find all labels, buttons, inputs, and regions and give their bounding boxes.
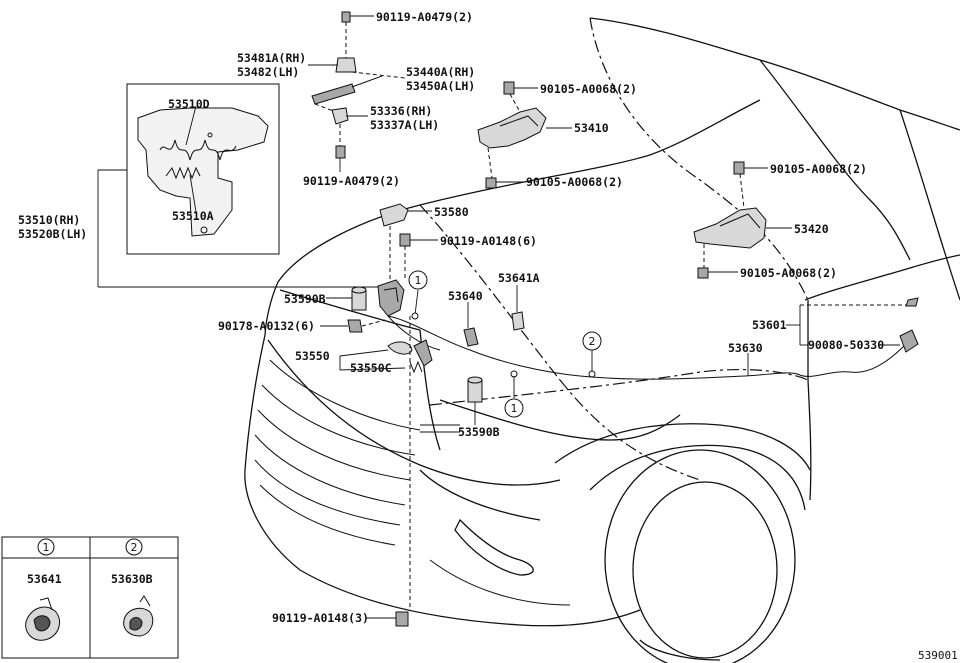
label-53520b: 53520B(LH) bbox=[18, 227, 87, 241]
latch-group: 53580 90119-A0148(6) 53590B 90178-A0132(… bbox=[218, 203, 919, 627]
label-90105-a0068-b: 90105-A0068(2) bbox=[526, 175, 623, 189]
label-90178-a0132: 90178-A0132(6) bbox=[218, 319, 315, 333]
label-53601: 53601 bbox=[752, 318, 787, 332]
label-53590b-a: 53590B bbox=[284, 292, 326, 306]
label-53510rh: 53510(RH) bbox=[18, 213, 80, 227]
legend-part-53630b: 53630B bbox=[111, 572, 153, 586]
marker-1-a: 1 bbox=[415, 274, 422, 287]
label-90105-a0068-c: 90105-A0068(2) bbox=[770, 162, 867, 176]
label-53580: 53580 bbox=[434, 205, 469, 219]
label-90105-a0068-d: 90105-A0068(2) bbox=[740, 266, 837, 280]
label-53510a: 53510A bbox=[172, 209, 214, 223]
label-53630: 53630 bbox=[728, 341, 763, 355]
label-53336: 53336(RH) bbox=[370, 104, 432, 118]
label-53640: 53640 bbox=[448, 289, 483, 303]
label-53337a: 53337A(LH) bbox=[370, 118, 439, 132]
label-53510d: 53510D bbox=[168, 97, 210, 111]
label-53450a: 53450A(LH) bbox=[406, 79, 475, 93]
hinge-53410-group: 90105-A0068(2) 53410 90105-A0068(2) bbox=[477, 81, 637, 189]
latch-inset: 53510D 53510A bbox=[126, 83, 280, 255]
label-53440a: 53440A(RH) bbox=[406, 65, 475, 79]
label-90119-a0479-bot: 90119-A0479(2) bbox=[303, 174, 400, 188]
label-53482: 53482(LH) bbox=[237, 65, 299, 79]
legend-marker-2: 2 bbox=[131, 541, 138, 554]
label-53420: 53420 bbox=[794, 222, 829, 236]
label-53550: 53550 bbox=[295, 349, 330, 363]
label-53590b-b: 53590B bbox=[458, 425, 500, 439]
label-53410: 53410 bbox=[574, 121, 609, 135]
hinge-53420-group: 90105-A0068(2) 53420 90105-A0068(2) bbox=[693, 161, 867, 280]
label-53481a: 53481A(RH) bbox=[237, 51, 306, 65]
diagram-code: 539001 bbox=[918, 649, 958, 662]
label-90119-a0148-3: 90119-A0148(3) bbox=[272, 611, 369, 625]
hood-support-group: 90119-A0479(2) 53481A(RH) 53482(LH) 5344… bbox=[237, 10, 475, 188]
label-53550c: 53550C bbox=[350, 361, 392, 375]
label-90105-a0068-a: 90105-A0068(2) bbox=[540, 82, 637, 96]
label-53641a: 53641A bbox=[498, 271, 540, 285]
label-90119-a0479-top: 90119-A0479(2) bbox=[376, 10, 473, 24]
marker-1-b: 1 bbox=[511, 402, 518, 415]
legend-marker-1: 1 bbox=[43, 541, 50, 554]
label-90080-50330: 90080-50330 bbox=[808, 338, 884, 352]
legend-part-53641: 53641 bbox=[27, 572, 62, 586]
marker-2: 2 bbox=[589, 335, 596, 348]
label-90119-a0148-6: 90119-A0148(6) bbox=[440, 234, 537, 248]
legend-inset: 1 2 53641 53630B bbox=[1, 536, 179, 659]
